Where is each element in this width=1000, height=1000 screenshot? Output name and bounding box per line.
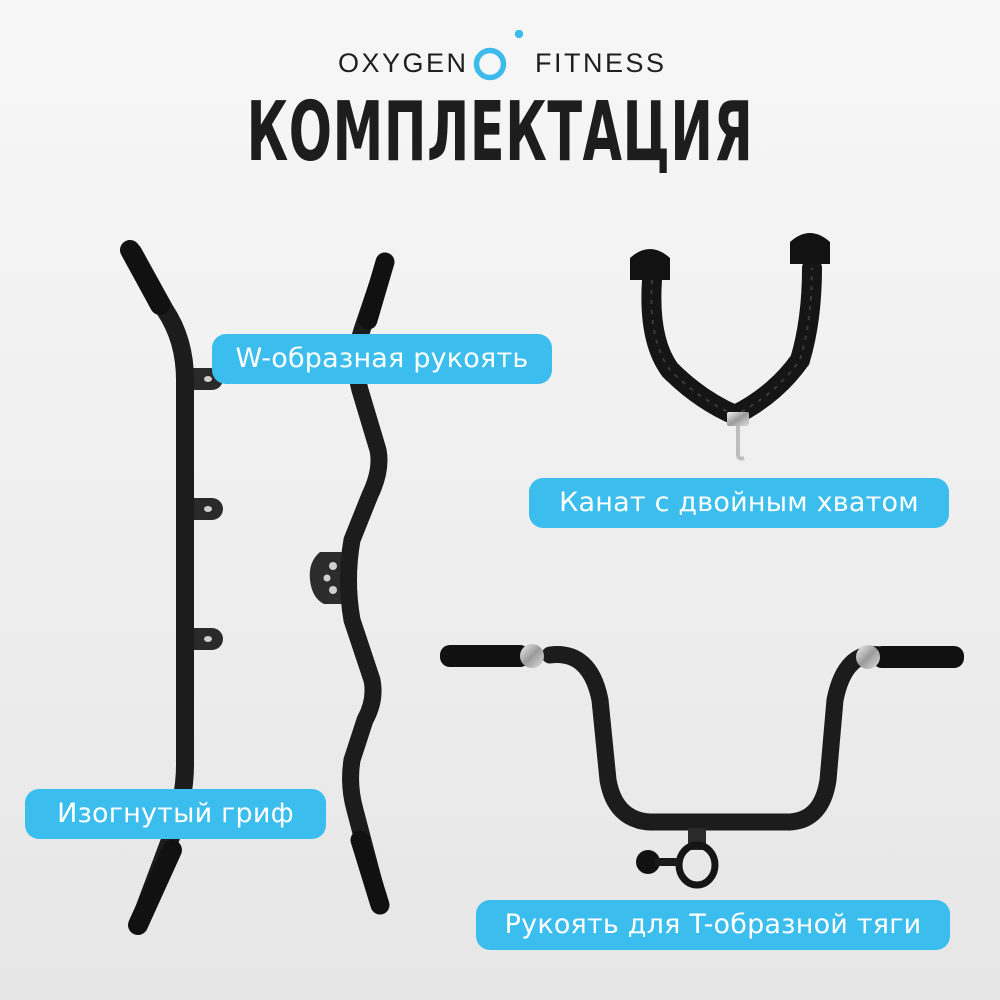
triceps-rope-image [630, 233, 830, 461]
t-bar-handle-image [440, 644, 964, 889]
brand-name-right: FITNESS [535, 48, 667, 78]
w-handle-image [309, 252, 395, 915]
brand-logo: OXYGEN FITNESS [0, 30, 1000, 90]
page-title: КОМПЛЕКТАЦИЯ [246, 85, 754, 180]
brand-name-left: OXYGEN [338, 48, 469, 78]
label-w-handle: W-образная рукоять [212, 334, 552, 384]
label-triceps-rope: Канат с двойным хватом [529, 478, 949, 528]
label-t-bar-handle: Рукоять для T-образной тяги [476, 900, 950, 950]
label-curved-bar: Изогнутый гриф [25, 789, 326, 839]
ring-with-dot-icon [473, 30, 524, 81]
